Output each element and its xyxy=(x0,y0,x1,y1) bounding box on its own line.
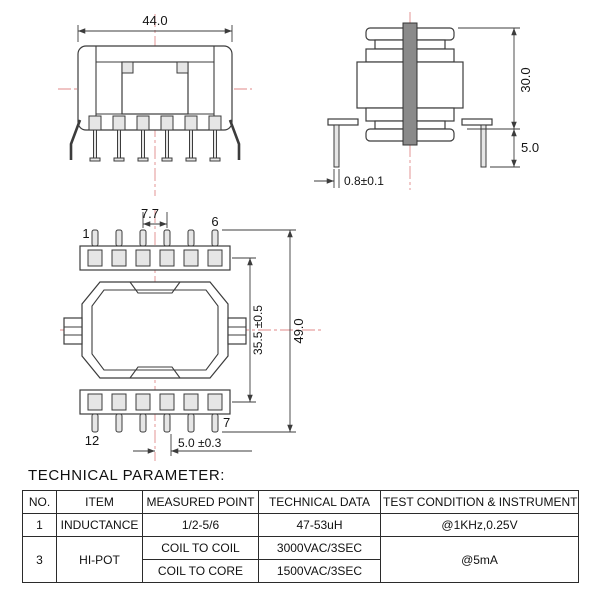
section-title: TECHNICAL PARAMETER: xyxy=(28,467,226,484)
front-pins xyxy=(88,115,222,162)
col-header-technical-data: TECHNICAL DATA xyxy=(258,490,381,514)
dim-label-row-span: 35.5 ±0.5 xyxy=(251,305,265,355)
dimension-overall-length: 49.0 xyxy=(222,229,306,433)
dimension-height-30: 30.0 xyxy=(458,27,533,130)
cell-item: HI-POT xyxy=(56,536,143,583)
dimension-width-44: 44.0 xyxy=(77,13,233,42)
dimension-row-span: 35.5 ±0.5 xyxy=(232,257,265,403)
technical-drawing: 44.0 30.0 xyxy=(58,12,539,461)
cell-technical-data: 47-53uH xyxy=(258,513,381,537)
col-header-test-condition: TEST CONDITION & INSTRUMENT xyxy=(380,490,579,514)
technical-parameter-table: NO. ITEM MEASURED POINT TECHNICAL DATA T… xyxy=(22,490,579,583)
cell-test-condition: @1KHz,0.25V xyxy=(380,513,579,537)
top-pin-row xyxy=(79,229,231,271)
front-right-leg xyxy=(228,119,241,160)
top-view-drawing: 1 6 7 12 7.7 35.5 ±0.5 49.0 xyxy=(60,206,322,461)
pin-label-12: 12 xyxy=(85,433,99,448)
cell-no: 1 xyxy=(22,513,57,537)
dimension-pin-thickness: 0.8±0.1 xyxy=(314,169,384,188)
cell-measured-point: COIL TO COIL xyxy=(142,536,259,560)
cell-technical-data: 1500VAC/3SEC xyxy=(258,559,381,583)
dim-label-pin-length: 5.0 xyxy=(521,140,539,155)
cell-test-condition: @5mA xyxy=(380,536,579,583)
dimension-pin-length-5: 5.0 xyxy=(490,129,539,168)
bobbin-top-body xyxy=(63,281,247,379)
side-pins xyxy=(327,118,493,168)
dim-label-pin-pitch: 7.7 xyxy=(141,206,159,221)
dim-label-pin-thickness: 0.8±0.1 xyxy=(344,174,384,188)
col-header-item: ITEM xyxy=(56,490,143,514)
dim-label-pin-offset: 5.0 ±0.3 xyxy=(178,436,222,450)
cell-measured-point: 1/2-5/6 xyxy=(142,513,259,537)
pin-label-7: 7 xyxy=(223,415,230,430)
core-stack-side xyxy=(356,22,464,146)
table-row-inductance: 1 INDUCTANCE 1/2-5/6 47-53uH @1KHz,0.25V xyxy=(22,513,579,537)
dimension-pin-pitch: 7.7 xyxy=(141,206,168,228)
pin-label-1: 1 xyxy=(82,226,89,241)
dim-label-height: 30.0 xyxy=(518,67,533,92)
front-view-drawing: 44.0 xyxy=(58,13,252,196)
col-header-no: NO. xyxy=(22,490,57,514)
cell-no: 3 xyxy=(22,536,57,583)
cell-technical-data: 3000VAC/3SEC xyxy=(258,536,381,560)
cell-item: INDUCTANCE xyxy=(56,513,143,537)
col-header-measured-point: MEASURED POINT xyxy=(142,490,259,514)
bobbin-front-body xyxy=(77,45,233,131)
table-row-hipot-1: 3 HI-POT COIL TO COIL 3000VAC/3SEC @5mA xyxy=(22,536,579,583)
table-header-row: NO. ITEM MEASURED POINT TECHNICAL DATA T… xyxy=(22,490,579,514)
side-view-drawing: 30.0 5.0 0.8±0.1 xyxy=(314,12,539,190)
cell-measured-point: COIL TO CORE xyxy=(142,559,259,583)
dim-label-overall: 49.0 xyxy=(291,318,306,343)
front-left-leg xyxy=(69,119,82,160)
dimension-pin-offset: 5.0 ±0.3 xyxy=(133,434,252,456)
pin-label-6: 6 xyxy=(211,214,218,229)
dim-label-width: 44.0 xyxy=(142,13,167,28)
bottom-pin-row xyxy=(79,389,231,433)
table-row-hipot-2: COIL TO CORE 1500VAC/3SEC xyxy=(23,559,579,583)
